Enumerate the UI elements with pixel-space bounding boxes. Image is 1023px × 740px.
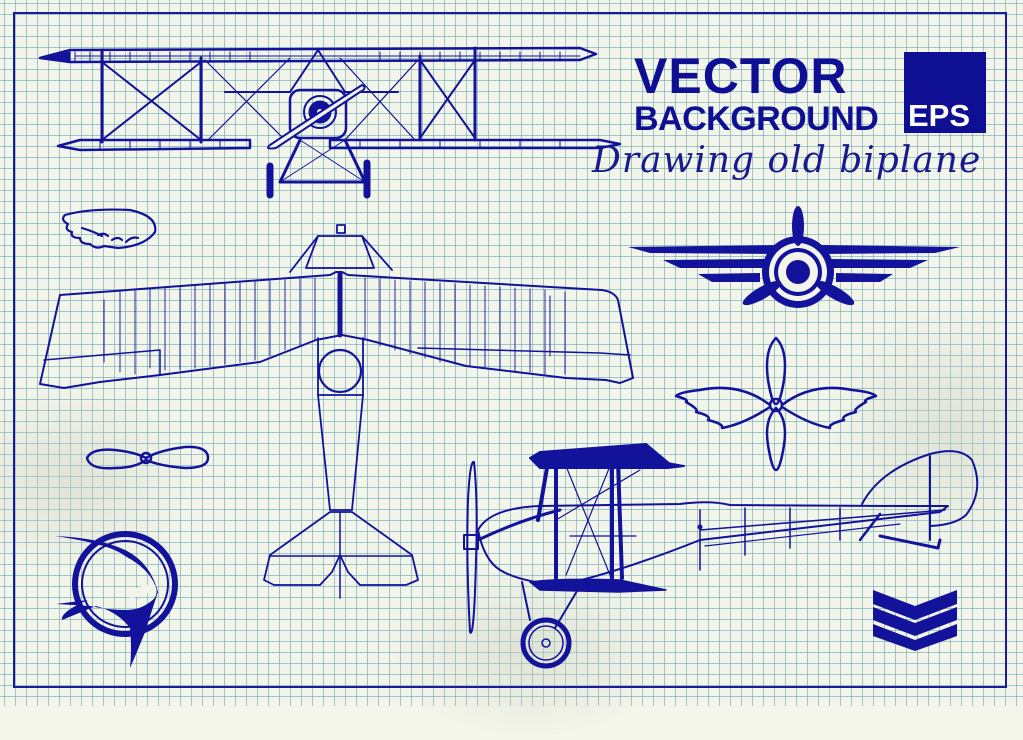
monoplane-top-view: [39, 224, 634, 599]
biplane-side-view: [463, 443, 979, 669]
propeller-icon: [85, 445, 210, 470]
title-background: BACKGROUND: [634, 100, 879, 138]
swallow-emblem: [55, 531, 178, 668]
eps-badge: EPS: [904, 52, 986, 133]
aviation-emblem-propeller-wings: [628, 206, 960, 308]
subtitle: Drawing old biplane: [592, 140, 982, 181]
blueprint-frame: [13, 12, 1007, 688]
graph-paper-background: [0, 0, 1023, 706]
biplane-front-view: [38, 46, 622, 199]
wing-icon: [61, 208, 157, 250]
drawings-canvas: [38, 46, 979, 669]
title-block: VECTOR BACKGROUND EPS Drawing old biplan…: [592, 48, 994, 190]
winged-propeller-badge: [674, 336, 878, 472]
chevron-rank-icon: [873, 590, 957, 651]
title-vector: VECTOR: [634, 48, 848, 104]
eps-badge-label: EPS: [908, 98, 971, 133]
